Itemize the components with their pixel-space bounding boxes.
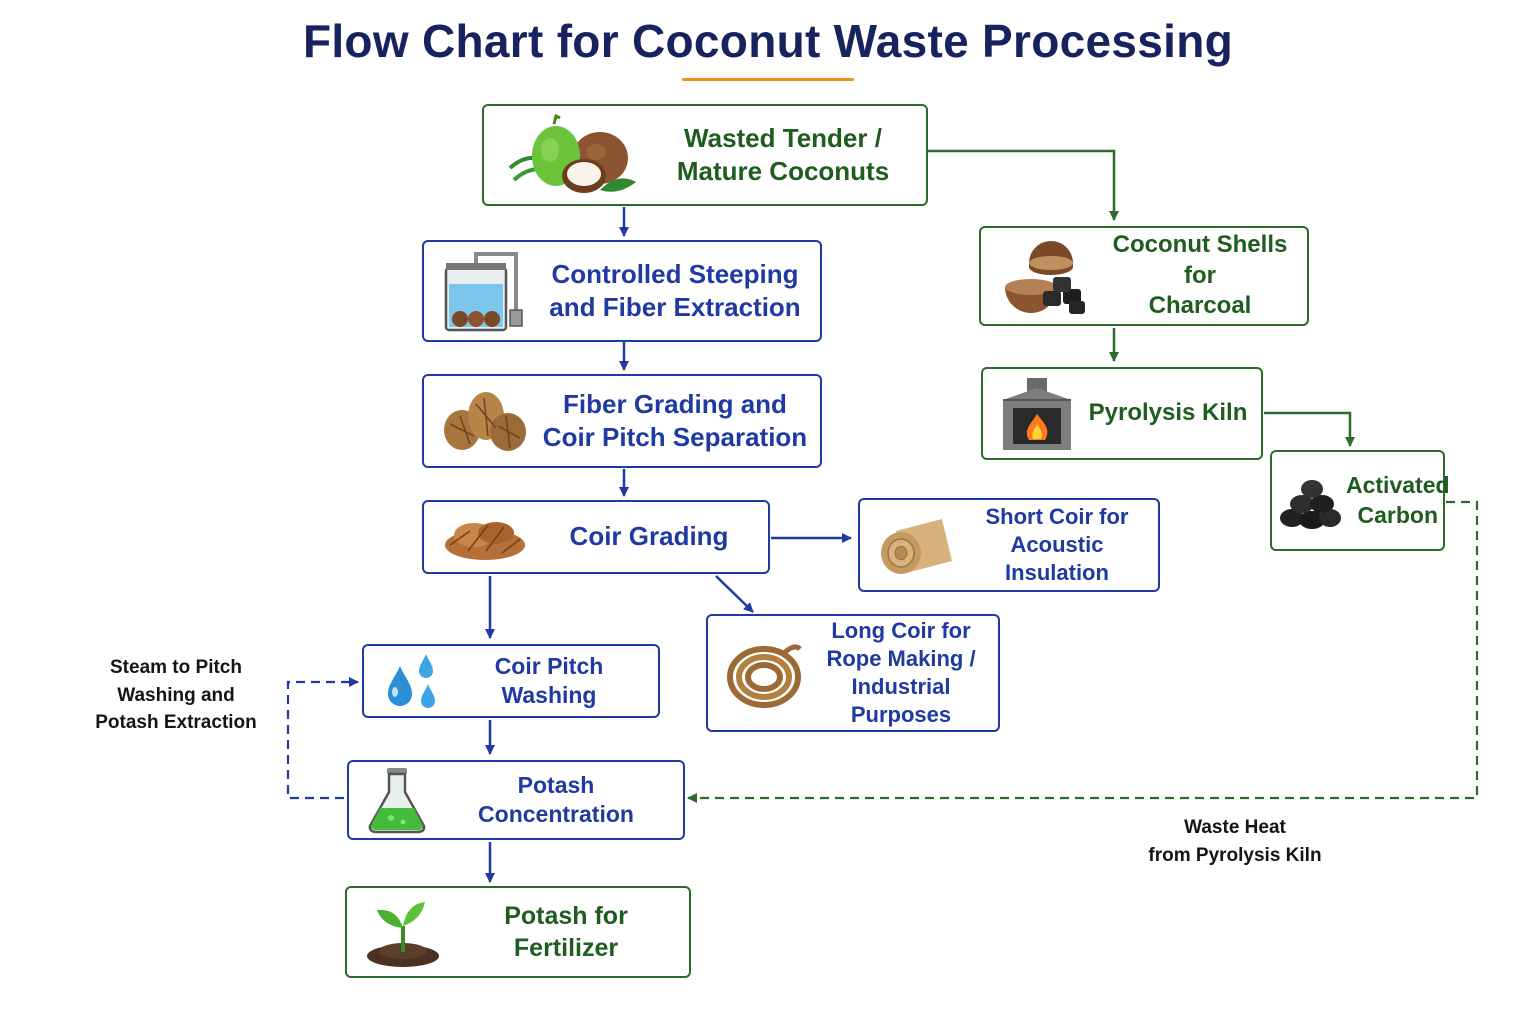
water-drops-icon xyxy=(388,654,435,708)
node-short-coir-line2: Acoustic Insulation xyxy=(1005,531,1109,586)
node-coconut-shells: Coconut Shells for Charcoal xyxy=(979,226,1309,326)
node-pyrolysis-kiln-line1: Pyrolysis Kiln xyxy=(1088,399,1248,427)
node-fiber-grading-line1: Fiber Grading and xyxy=(563,388,787,419)
charcoal-pile-icon xyxy=(1280,479,1341,529)
node-coir-pitch-washing-line1: Coir Pitch Washing xyxy=(494,652,604,708)
node-coir-pitch-washing: Coir Pitch Washing xyxy=(362,644,660,718)
node-activated-carbon-line1: Activated xyxy=(1346,472,1450,499)
node-short-coir-line1: Short Coir for xyxy=(985,503,1129,529)
node-wasted-coconuts: Wasted Tender / Mature Coconuts xyxy=(482,104,928,206)
sprout-icon xyxy=(367,902,439,967)
arrow-steam-loop xyxy=(286,677,359,800)
note-steam-line3: Potash Extraction xyxy=(95,712,257,734)
coconut-shell-icon xyxy=(1005,241,1085,314)
node-fiber-grading-line2: Coir Pitch Separation xyxy=(542,422,808,452)
coir-pile-icon xyxy=(445,522,525,560)
note-waste-heat-line2: from Pyrolysis Kiln xyxy=(1148,844,1322,866)
page-title: Flow Chart for Coconut Waste Processing xyxy=(302,15,1234,67)
node-coconut-shells-line2: Charcoal xyxy=(1148,292,1252,320)
node-long-coir: Long Coir for Rope Making / Industrial P… xyxy=(706,614,1000,732)
node-controlled-steeping: Controlled Steeping and Fiber Extraction xyxy=(422,240,822,342)
title-underline xyxy=(682,78,854,81)
kiln-icon xyxy=(1003,377,1071,450)
node-potash-concentration: Potash Concentration xyxy=(347,760,685,840)
node-controlled-steeping-line1: Controlled Steeping xyxy=(551,258,799,289)
note-steam-line1: Steam to Pitch xyxy=(110,657,242,678)
node-short-coir: Short Coir for Acoustic Insulation xyxy=(858,498,1160,592)
coconut-icon xyxy=(508,113,636,193)
node-fiber-grading: Fiber Grading and Coir Pitch Separation xyxy=(422,374,822,468)
arrow-waste-heat-loop xyxy=(687,500,1479,803)
node-controlled-steeping-line2: and Fiber Extraction xyxy=(549,292,801,322)
node-long-coir-line2: Rope Making / xyxy=(826,645,976,671)
note-steam-line2: Washing and xyxy=(117,684,235,706)
arrow-coir-grading-to-long-coir xyxy=(715,575,754,613)
rope-icon xyxy=(727,644,802,708)
arrow-coconuts-to-shells xyxy=(928,149,1119,221)
node-potash-fertilizer: Potash for Fertilizer xyxy=(345,886,691,978)
node-wasted-coconuts-line1: Wasted Tender / xyxy=(684,122,882,153)
note-waste-heat: Waste Heat from Pyrolysis Kiln xyxy=(1130,814,1340,869)
node-potash-concentration-line1: Potash Concentration xyxy=(478,771,634,827)
steeping-tank-icon xyxy=(444,252,523,332)
insulation-roll-icon xyxy=(881,519,952,574)
node-wasted-coconuts-line2: Mature Coconuts xyxy=(676,156,890,186)
node-coconut-shells-line1: Coconut Shells for xyxy=(1112,230,1288,289)
note-steam: Steam to Pitch Washing and Potash Extrac… xyxy=(88,654,264,737)
node-potash-fertilizer-line1: Potash for Fertilizer xyxy=(504,902,628,962)
node-coir-grading-line1: Coir Grading xyxy=(569,521,729,552)
flask-icon xyxy=(368,768,426,834)
node-coir-grading: Coir Grading xyxy=(422,500,770,574)
node-activated-carbon-line2: Carbon xyxy=(1357,501,1439,528)
node-long-coir-line1: Long Coir for xyxy=(831,617,971,643)
node-pyrolysis-kiln: Pyrolysis Kiln xyxy=(981,367,1263,460)
node-activated-carbon: Activated Carbon xyxy=(1270,450,1450,551)
node-long-coir-line3: Industrial Purposes xyxy=(850,674,952,728)
coir-fiber-icon xyxy=(444,392,526,451)
arrow-kiln-to-activated xyxy=(1264,411,1355,447)
note-waste-heat-line1: Waste Heat xyxy=(1184,817,1286,838)
